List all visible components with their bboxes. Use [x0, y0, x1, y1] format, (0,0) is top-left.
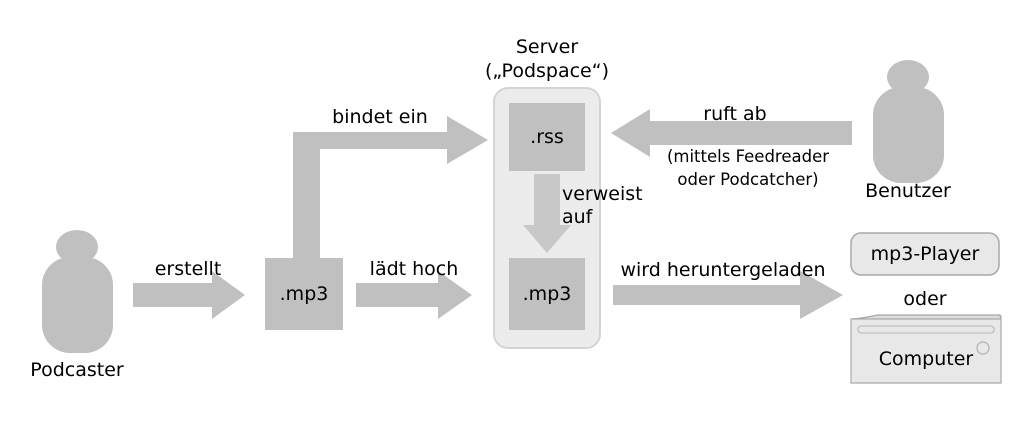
podcaster-label: Podcaster: [30, 359, 124, 381]
benutzer-icon: [873, 60, 944, 183]
arrow-wird-heruntergeladen: [613, 271, 843, 319]
arrow-erstellt: [133, 271, 245, 319]
arrow-ruft-ab: [611, 109, 852, 157]
podcaster-icon: [42, 230, 113, 353]
edge-label-bindet-ein: bindet ein: [332, 106, 428, 128]
arrow-laedt-hoch: [356, 271, 472, 319]
server-rss-label: .rss: [530, 126, 564, 148]
edge-label-erstellt: erstellt: [154, 258, 222, 280]
edge-note-ruft-ab-line2: oder Podcatcher): [677, 170, 819, 189]
mp3-player-label: mp3-Player: [870, 243, 980, 265]
arrow-verweist-auf: [523, 174, 571, 253]
computer-label: Computer: [878, 348, 974, 370]
mp3-file-label: .mp3: [279, 283, 329, 305]
edge-note-ruft-ab-line1: (mittels Feedreader: [666, 147, 830, 166]
edge-label-wird-heruntergeladen: wird heruntergeladen: [620, 259, 826, 281]
edge-label-laedt-hoch: lädt hoch: [369, 258, 459, 280]
benutzer-label: Benutzer: [865, 180, 951, 202]
mp3-file-box: [265, 258, 343, 330]
mp3-player-device: [850, 232, 1000, 276]
server-mp3-box: [509, 258, 585, 330]
edge-label-ruft-ab: ruft ab: [703, 103, 767, 125]
server-title-line1: Server: [515, 36, 579, 58]
server-title-line2: („Podspace“): [484, 60, 610, 82]
computer-device: [850, 314, 1002, 384]
server-mp3-label: .mp3: [522, 283, 572, 305]
edge-label-verweist-auf-line1: verweist: [562, 183, 643, 205]
oder-label: oder: [903, 288, 947, 310]
arrow-bindet-ein: [293, 116, 488, 258]
edge-label-verweist-auf-line2: auf: [562, 206, 593, 228]
server-rss-box: [509, 103, 585, 171]
